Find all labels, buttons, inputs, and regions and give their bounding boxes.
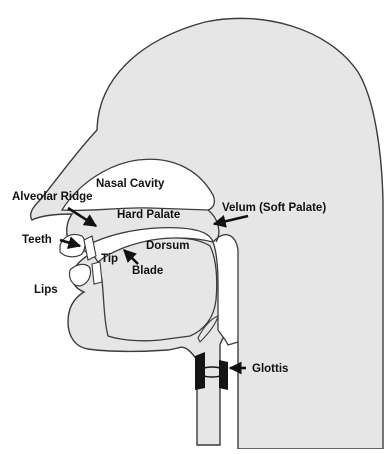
- label-tip: Tip: [101, 253, 118, 265]
- lower-teeth: [92, 262, 102, 284]
- label-hard-palate: Hard Palate: [117, 209, 180, 221]
- upper-lip: [60, 234, 85, 256]
- label-blade: Blade: [132, 265, 163, 277]
- label-glottis: Glottis: [252, 363, 288, 375]
- label-velum: Velum (Soft Palate): [222, 202, 326, 214]
- label-lips: Lips: [34, 284, 58, 296]
- head-outline: [31, 18, 383, 449]
- label-dorsum: Dorsum: [146, 240, 189, 252]
- label-teeth: Teeth: [22, 234, 52, 246]
- label-nasal-cavity: Nasal Cavity: [96, 178, 165, 190]
- label-alveolar-ridge: Alveolar Ridge: [12, 191, 93, 203]
